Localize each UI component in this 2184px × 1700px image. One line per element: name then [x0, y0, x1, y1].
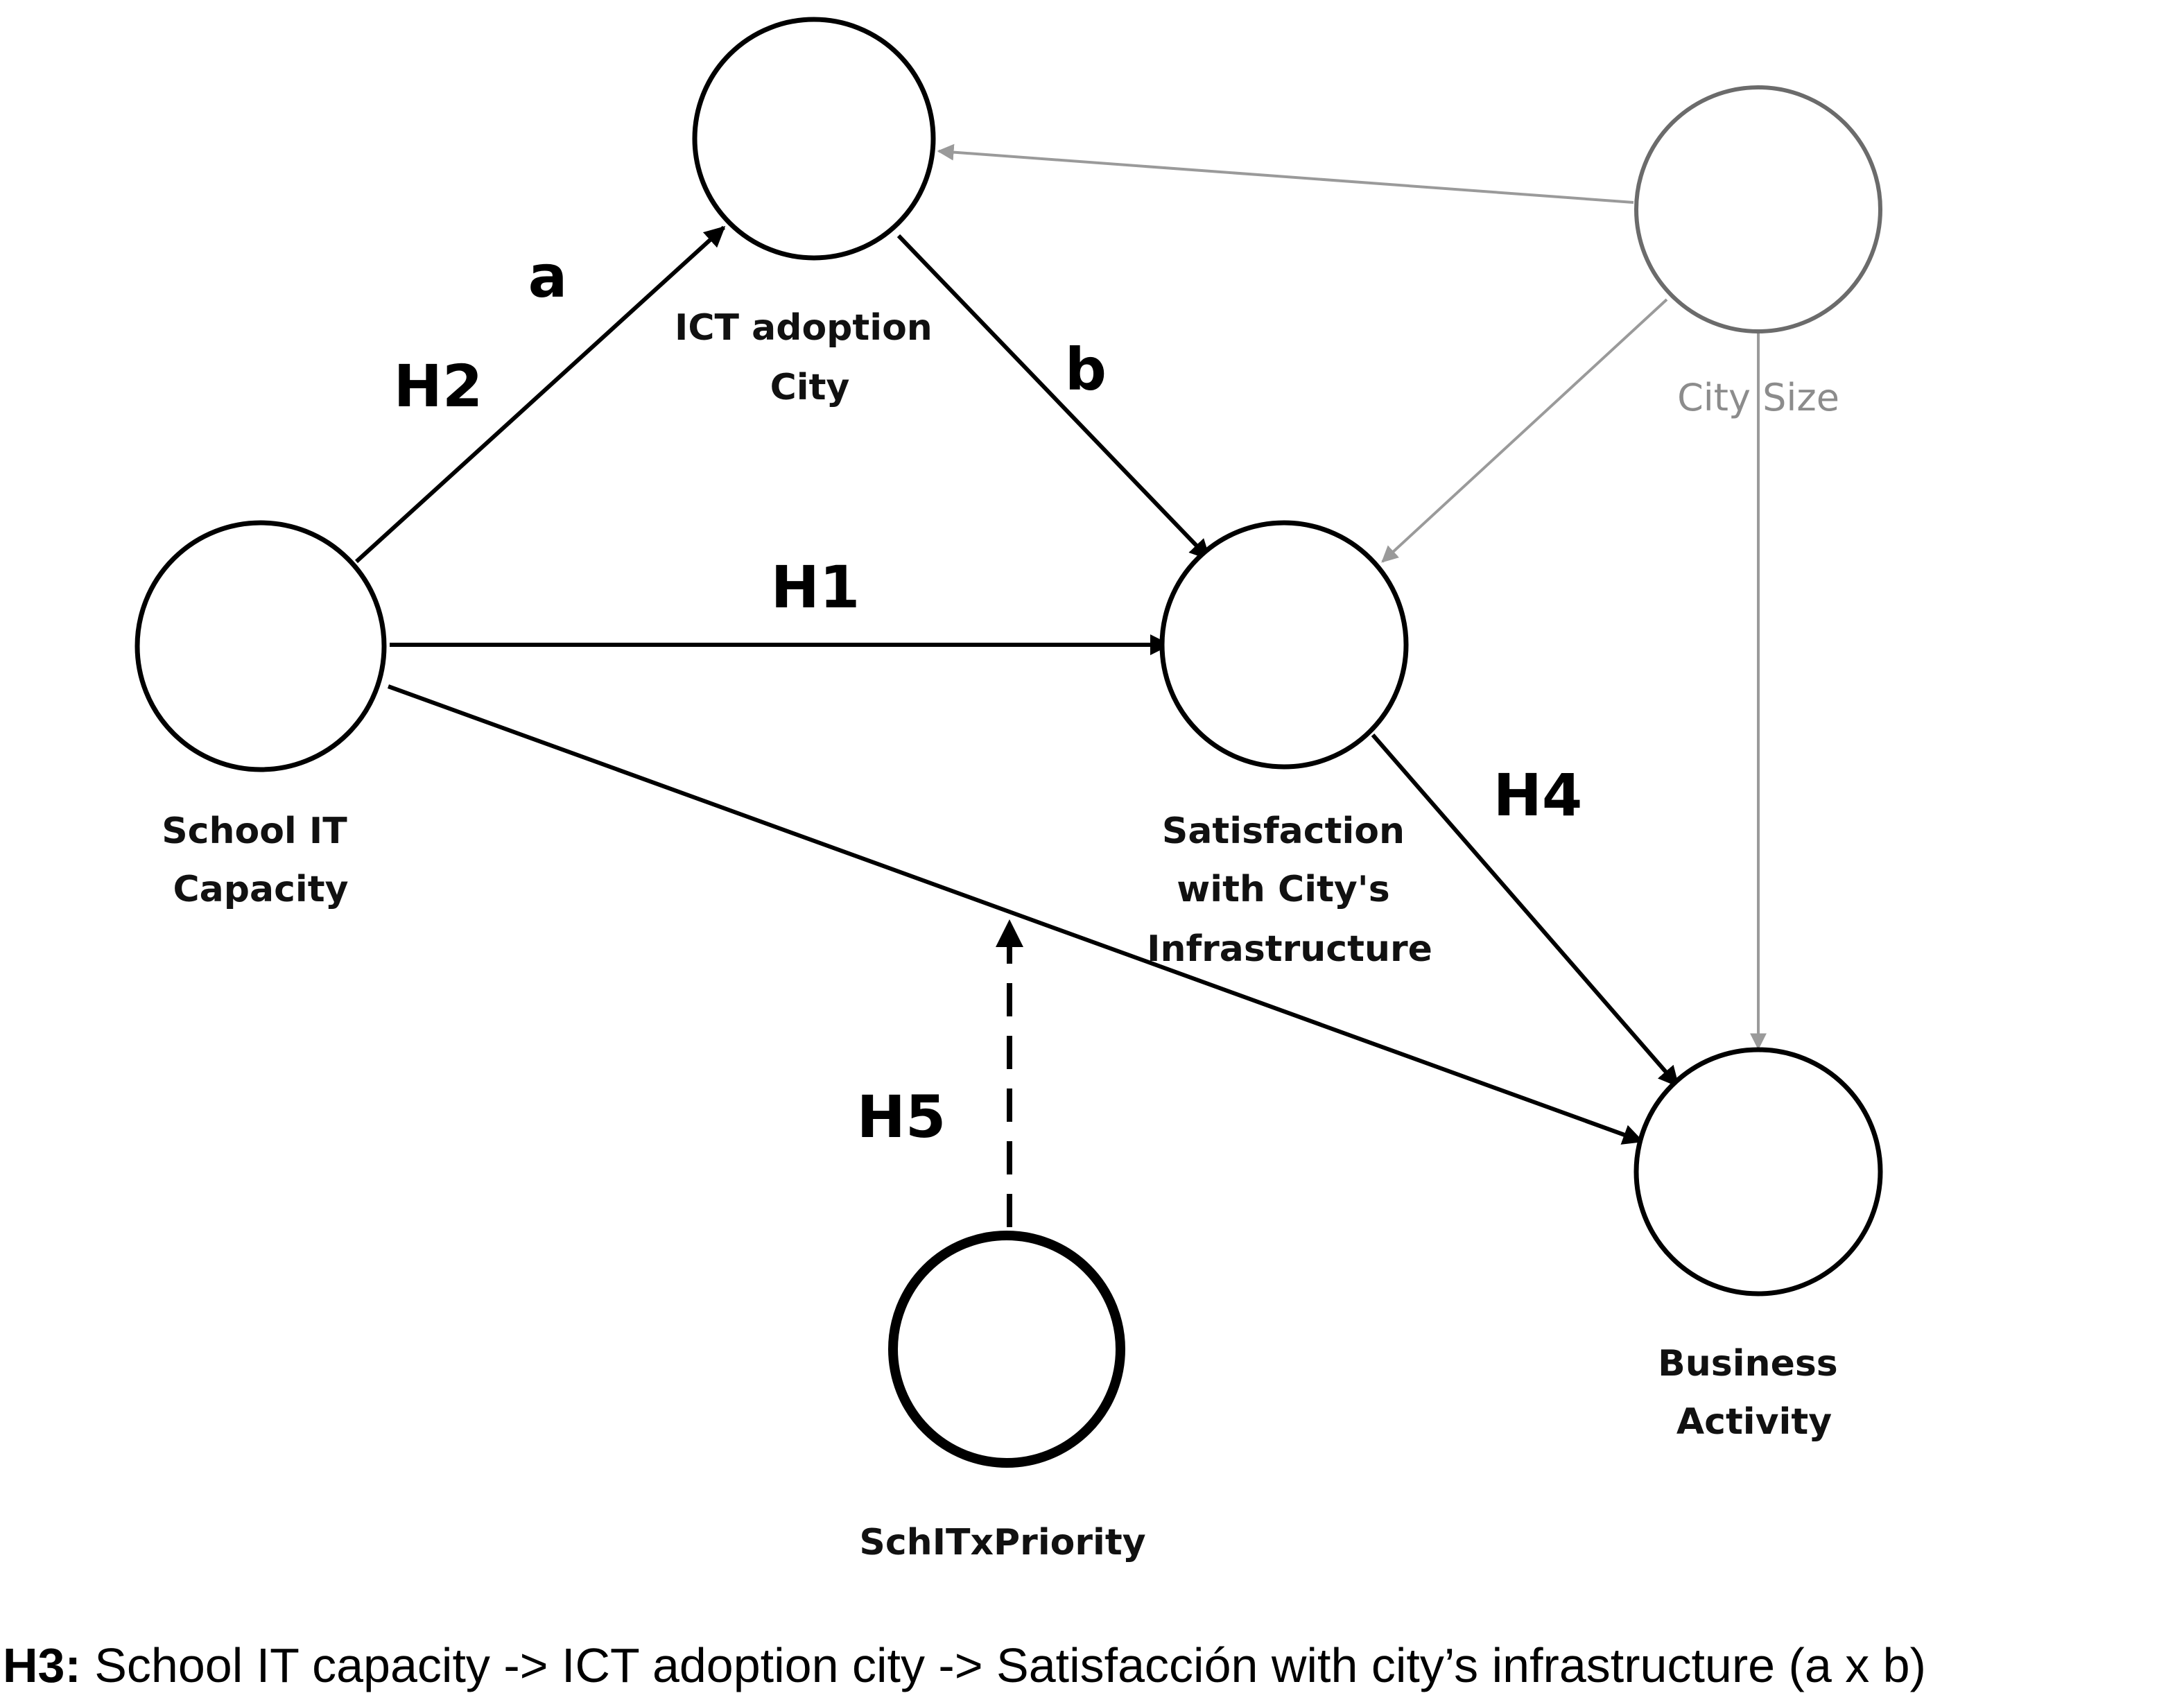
node-school-it-label: School IT Capacity	[162, 810, 360, 910]
edge-label-b: b	[1065, 336, 1107, 404]
node-school-it-circle	[135, 520, 387, 772]
node-ict-label: ICT adoption City	[675, 307, 945, 408]
edge-h4-satisfaction-to-business	[1371, 734, 1680, 1088]
caption-text: School IT capacity -> ICT adoption city …	[80, 1638, 1926, 1692]
node-school-it-label-line-1: School IT	[162, 810, 347, 852]
caption-label: H3:	[3, 1638, 81, 1692]
node-ict-adoption-circle	[692, 17, 936, 261]
node-school-it-label-line-2: Capacity	[173, 869, 349, 910]
node-satisfaction-circle	[1159, 520, 1409, 770]
edge-label-h2: H2	[394, 352, 483, 420]
node-ict-label-line-1: ICT adoption	[675, 307, 933, 349]
node-business-label: Business Activity	[1658, 1343, 1851, 1443]
node-satisfaction-label-line-3: Infrastructure	[1147, 928, 1432, 970]
edge-school-to-business	[387, 684, 1644, 1145]
caption: H3: School IT capacity -> ICT adoption c…	[3, 1638, 2184, 1693]
node-satisfaction-label: Satisfaction with City's Infrastructure	[1147, 810, 1432, 970]
edge-label-a: a	[528, 243, 568, 311]
node-city-size-label-line-1: City Size	[1677, 376, 1839, 419]
node-city-size-label: City Size	[1677, 376, 1839, 419]
edge-citysize-to-satisfaction	[1381, 298, 1668, 563]
edge-label-h5: H5	[857, 1083, 946, 1151]
node-schitx-label: SchITxPriority	[859, 1522, 1145, 1563]
edge-label-h1: H1	[771, 553, 860, 621]
edge-b-ict-to-satisfaction	[896, 234, 1211, 561]
node-satisfaction-label-line-1: Satisfaction	[1162, 810, 1405, 852]
edge-label-h4: H4	[1493, 761, 1583, 829]
node-business-label-line-1: Business	[1658, 1343, 1838, 1385]
node-ict-label-line-2: City	[770, 367, 850, 408]
node-schitx-label-line-1: SchITxPriority	[859, 1522, 1145, 1563]
node-city-size-circle	[1634, 85, 1882, 333]
node-business-label-line-2: Activity	[1676, 1401, 1832, 1443]
node-schitx-circle	[888, 1231, 1125, 1468]
node-business-circle	[1633, 1047, 1883, 1296]
edge-citysize-to-ict	[937, 144, 1634, 204]
edge-h2-school-to-ict	[354, 225, 726, 564]
node-satisfaction-label-line-2: with City's	[1177, 869, 1389, 910]
